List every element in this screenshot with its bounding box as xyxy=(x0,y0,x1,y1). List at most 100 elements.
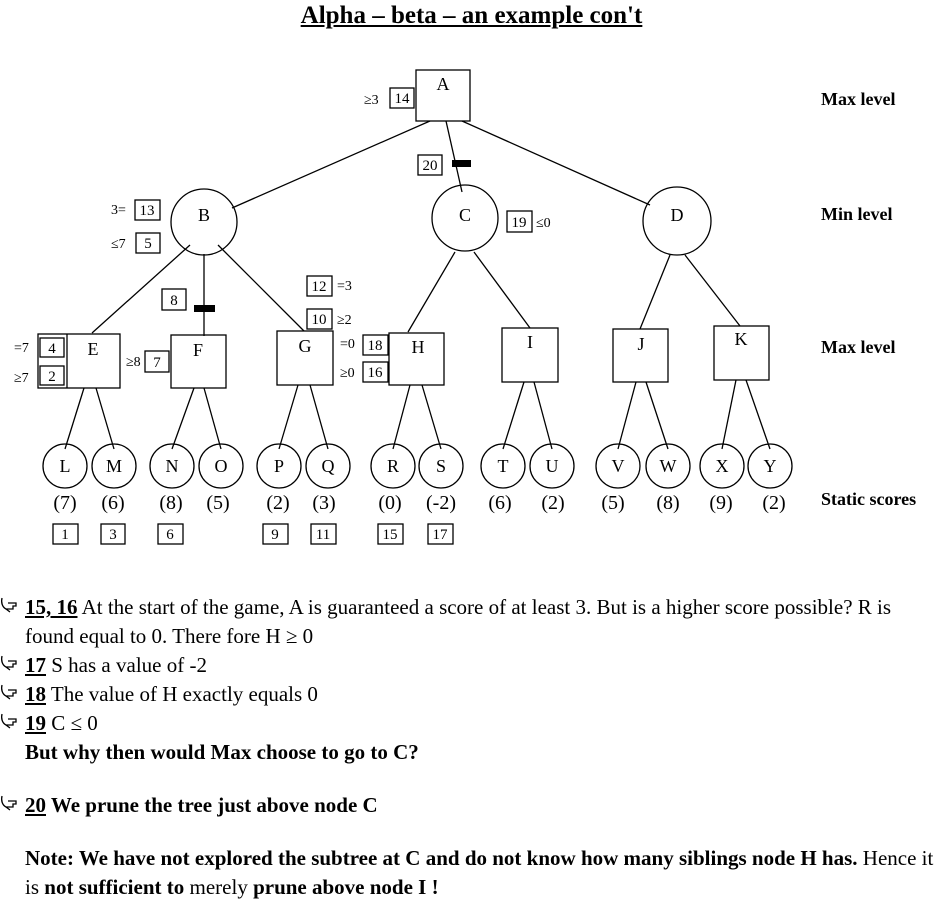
step-14: 14 xyxy=(395,91,411,107)
leaf-p-circle xyxy=(256,443,302,489)
leaf-w-circle xyxy=(645,443,691,489)
step-box-10 xyxy=(306,308,333,330)
node-d-circle xyxy=(642,186,712,256)
edge-e-l xyxy=(64,387,85,450)
edge-d-j xyxy=(639,254,671,330)
note-text: At the start of the game, A is guarantee… xyxy=(25,595,892,648)
node-e-label: E xyxy=(88,339,99,359)
prune-mark-above-c xyxy=(452,160,471,167)
bound-b-le: ≤7 xyxy=(111,237,126,252)
step-box-8 xyxy=(161,288,187,311)
note-bold-text: not sufficient to xyxy=(44,875,185,899)
step-15: 15 xyxy=(383,527,398,543)
edge-a-b xyxy=(231,120,431,209)
edge-h-s xyxy=(421,384,442,450)
node-a-box xyxy=(415,69,471,122)
edge-k-x xyxy=(721,379,737,450)
bound-b-eq: 3= xyxy=(111,203,126,218)
score-r: (0) xyxy=(378,492,401,514)
edge-a-d xyxy=(461,120,651,206)
node-a-label: A xyxy=(437,74,450,94)
note-bold-text: prune above node I ! xyxy=(253,875,439,899)
step-4: 4 xyxy=(48,341,56,357)
step-1: 1 xyxy=(61,527,69,543)
edge-g-p xyxy=(278,384,299,450)
edge-k-y xyxy=(745,379,771,450)
notes-section: 15, 16 At the start of the game, A is gu… xyxy=(0,593,943,902)
step-box-12 xyxy=(306,275,333,297)
bound-g-eq: =3 xyxy=(337,279,352,294)
leaf-m-circle xyxy=(91,443,137,489)
leaf-s-circle xyxy=(418,443,464,489)
edge-j-v xyxy=(617,381,637,450)
note-paragraph: Note: We have not explored the subtree a… xyxy=(0,844,943,902)
score-x: (9) xyxy=(709,492,732,514)
node-g-label: G xyxy=(299,336,312,356)
note-step-number: 18 xyxy=(25,682,46,706)
step-box-5 xyxy=(135,232,161,254)
score-s: (-2) xyxy=(426,492,456,514)
node-e-box xyxy=(37,333,121,389)
step-12: 12 xyxy=(312,279,327,295)
step-box-17 xyxy=(427,523,454,545)
note-step-number: 20 xyxy=(25,793,46,817)
edge-i-t xyxy=(502,381,525,450)
edge-e-m xyxy=(95,387,115,450)
step-box-18 xyxy=(362,334,389,356)
step-box-20 xyxy=(417,154,443,176)
leaf-r-circle xyxy=(370,443,416,489)
note-item: 18 The value of H exactly equals 0 xyxy=(0,680,943,709)
edge-g-q xyxy=(309,384,329,450)
node-j-label: J xyxy=(637,334,644,354)
note-step-number: 17 xyxy=(25,653,46,677)
step-11: 11 xyxy=(316,527,330,543)
node-h-box xyxy=(388,332,445,386)
node-b-label: B xyxy=(198,205,210,225)
score-n: (8) xyxy=(159,492,182,514)
step-box-6 xyxy=(157,523,184,545)
step-box-11 xyxy=(310,523,337,545)
leaf-t-label: T xyxy=(498,456,509,476)
leaf-o-circle xyxy=(198,443,244,489)
node-b-circle xyxy=(170,188,238,256)
edge-c-i xyxy=(473,251,531,329)
note-item: 17 S has a value of -2 xyxy=(0,651,943,680)
step-10: 10 xyxy=(312,312,327,328)
node-c-label: C xyxy=(459,205,471,225)
leaf-p-label: P xyxy=(274,456,284,476)
leaf-n-label: N xyxy=(166,456,179,476)
leaf-o-label: O xyxy=(215,456,228,476)
score-v: (5) xyxy=(601,492,624,514)
score-y: (2) xyxy=(762,492,785,514)
step-box-13 xyxy=(134,199,161,221)
node-h-label: H xyxy=(412,337,425,357)
node-f-label: F xyxy=(193,340,203,360)
leaf-x-circle xyxy=(699,443,745,489)
hand-bullet-icon xyxy=(0,681,18,703)
node-i-label: I xyxy=(527,332,533,352)
leaf-x-label: X xyxy=(716,456,729,476)
note-item: 15, 16 At the start of the game, A is gu… xyxy=(0,593,943,651)
level-label-min: Min level xyxy=(821,204,892,224)
leaf-y-label: Y xyxy=(764,456,777,476)
bound-g-ge: ≥2 xyxy=(337,313,352,328)
step-13: 13 xyxy=(140,203,155,219)
hand-bullet-icon xyxy=(0,710,18,732)
score-m: (6) xyxy=(101,492,124,514)
step-17: 17 xyxy=(433,527,449,543)
note-text: S has a value of -2 xyxy=(46,653,207,677)
step-9: 9 xyxy=(271,527,279,543)
score-u: (2) xyxy=(541,492,564,514)
step-box-15 xyxy=(377,523,404,545)
node-k-label: K xyxy=(735,329,748,349)
step-box-19 xyxy=(506,210,533,233)
note-text: The value of H exactly equals 0 xyxy=(46,682,318,706)
note-question: But why then would Max choose to go to C… xyxy=(25,740,419,764)
note-item: 19 C ≤ 0 But why then would Max choose t… xyxy=(0,709,943,767)
note-item: 20 We prune the tree just above node C xyxy=(0,791,943,820)
edge-c-h xyxy=(407,251,456,333)
note-text: Hence it is xyxy=(25,846,934,899)
step-6: 6 xyxy=(166,527,174,543)
step-16: 16 xyxy=(368,365,384,381)
leaf-y-circle xyxy=(747,443,793,489)
